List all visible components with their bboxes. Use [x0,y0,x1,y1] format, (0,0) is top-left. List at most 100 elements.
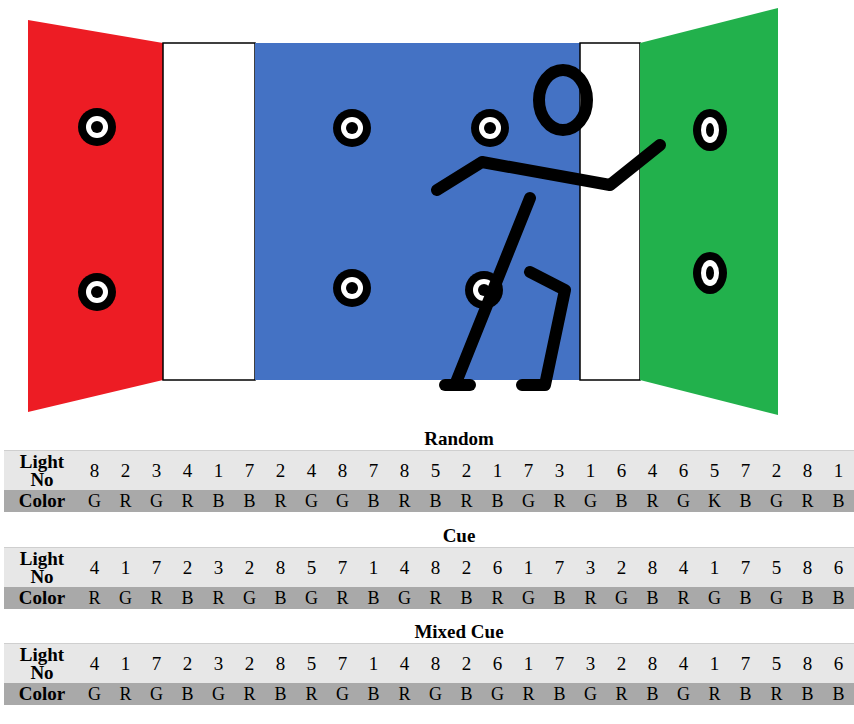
light-number: 8 [79,461,110,481]
light-number: 4 [296,461,327,481]
light-number: 5 [761,654,792,674]
light-number: 2 [172,558,203,578]
row-header: Light No [16,550,68,586]
color-code: R [513,684,544,704]
light-number: 8 [327,461,358,481]
light-number: 4 [389,558,420,578]
color-code: G [575,684,606,704]
light-number: 1 [110,654,141,674]
color-code: G [296,491,327,511]
color-code: B [544,684,575,704]
color-code: G [110,588,141,608]
light-number: 5 [296,654,327,674]
color-code: B [544,588,575,608]
light-number: 7 [327,654,358,674]
light-number: 6 [668,461,699,481]
light-number: 5 [699,461,730,481]
light-number: 2 [606,558,637,578]
light-target [471,109,509,147]
color-code: G [141,491,172,511]
color-code: R [668,588,699,608]
light-number: 1 [699,654,730,674]
light-number: 1 [823,461,854,481]
white-gap [163,43,255,380]
color-code: G [327,491,358,511]
color-code: R [606,684,637,704]
light-number: 7 [234,461,265,481]
color-code: R [792,491,823,511]
row-header: Color [16,492,68,510]
color-code: G [575,491,606,511]
color-code: R [637,491,668,511]
wall-illustration [0,0,854,424]
light-number: 2 [451,558,482,578]
color-code: G [79,684,110,704]
light-number: 2 [265,461,296,481]
light-number: 8 [792,461,823,481]
light-number: 7 [544,654,575,674]
color-code: G [141,684,172,704]
color-code: R [761,684,792,704]
light-number: 1 [358,558,389,578]
light-number: 5 [296,558,327,578]
table-title: Mixed Cue [414,622,503,642]
color-code: G [606,588,637,608]
light-number: 4 [668,558,699,578]
light-number: 6 [606,461,637,481]
stick-figure [437,70,660,385]
color-code: R [79,588,110,608]
light-number: 4 [79,654,110,674]
color-code: R [203,588,234,608]
table-title-row: Random [4,428,854,450]
color-code: B [637,684,668,704]
red-wall [28,20,163,412]
color-code: R [389,491,420,511]
color-code: R [172,491,203,511]
color-code: G [79,491,110,511]
light-number: 4 [79,558,110,578]
color-code: B [172,684,203,704]
color-code: B [637,588,668,608]
color-code: R [327,588,358,608]
color-code: B [823,684,854,704]
light-target [333,269,371,307]
light-number: 1 [203,461,234,481]
row-header: Color [16,589,68,607]
light-number: 1 [513,654,544,674]
table-title-row: Mixed Cue [4,621,854,643]
light-number: 4 [172,461,203,481]
color-code: B [358,491,389,511]
color-code: G [482,684,513,704]
color-code: B [358,588,389,608]
color-code: B [823,491,854,511]
color-code: R [296,684,327,704]
color-code: B [358,684,389,704]
color-code: B [730,588,761,608]
light-number: 7 [730,654,761,674]
light-number: 8 [265,654,296,674]
color-code: B [420,491,451,511]
light-number: 8 [420,654,451,674]
light-number: 5 [761,558,792,578]
light-number: 2 [761,461,792,481]
light-number: 4 [668,654,699,674]
light-number: 7 [730,558,761,578]
color-code: B [265,588,296,608]
light-number: 7 [141,654,172,674]
color-code: B [823,588,854,608]
color-code: B [730,491,761,511]
light-number: 2 [110,461,141,481]
color-code: R [575,588,606,608]
color-code: R [110,684,141,704]
color-code: B [792,588,823,608]
light-number: 2 [451,461,482,481]
light-number: 1 [513,558,544,578]
green-wall [640,8,778,415]
color-code: G [699,588,730,608]
light-number: 8 [637,558,668,578]
light-number: 8 [389,461,420,481]
light-number: 6 [823,654,854,674]
light-number: 2 [234,654,265,674]
color-code: R [389,684,420,704]
light-number: 3 [544,461,575,481]
